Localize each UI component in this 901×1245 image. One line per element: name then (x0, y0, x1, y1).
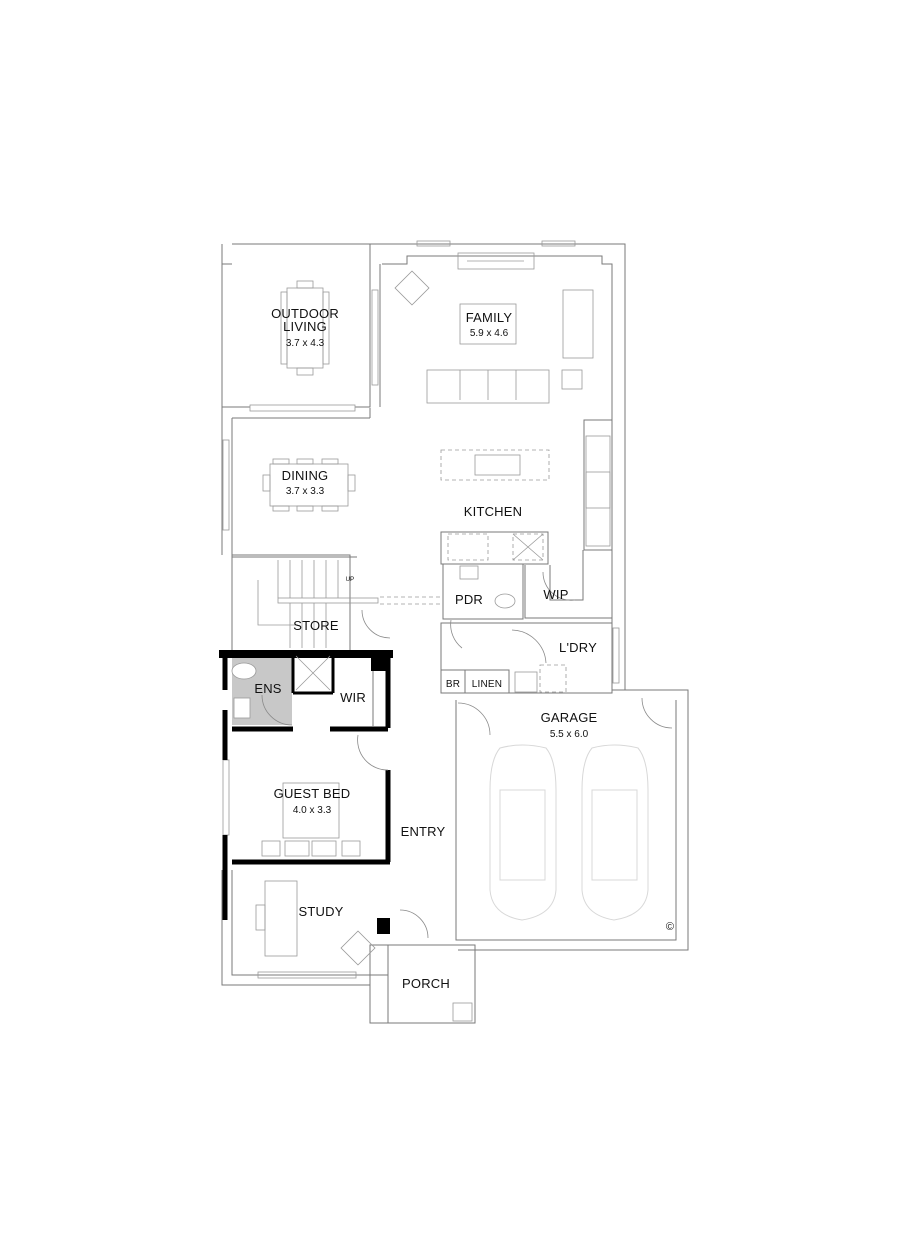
room-size: 5.5 x 6.0 (549, 729, 589, 740)
room-size: 3.7 x 4.3 (285, 338, 325, 349)
room-kitchen: KITCHEN (463, 504, 523, 519)
room-size: 5.9 x 4.6 (469, 328, 509, 339)
room-store: STORE (293, 618, 339, 633)
room-size: 3.7 x 3.3 (285, 486, 325, 497)
bedroom-wing (219, 650, 393, 934)
garage-cars (489, 744, 649, 921)
room-wip: WIP (543, 587, 569, 602)
room-label: OUTDOOR (271, 306, 339, 321)
room-label: LIVING (283, 319, 327, 334)
room-linen: LINEN (471, 679, 503, 690)
room-br: BR (445, 679, 461, 690)
room-label: DINING (281, 468, 329, 483)
room-label: GUEST BED (273, 786, 351, 801)
room-laundry: L'DRY (559, 640, 597, 655)
room-study: STUDY (298, 904, 344, 919)
copyright-mark: © (665, 921, 675, 933)
interior-walls (257, 408, 613, 694)
room-pdr: PDR (454, 592, 484, 607)
outer-walls (221, 240, 689, 1024)
room-label: FAMILY (465, 310, 513, 325)
room-porch: PORCH (402, 976, 450, 991)
room-label: GARAGE (540, 710, 598, 725)
room-entry: ENTRY (400, 824, 446, 839)
room-size: 4.0 x 3.3 (292, 805, 332, 816)
furniture (255, 270, 594, 1022)
room-ensuite: ENS (254, 681, 282, 696)
doors (261, 571, 673, 939)
room-wir: WIR (340, 690, 366, 705)
stair-up-label: UP (345, 577, 355, 583)
